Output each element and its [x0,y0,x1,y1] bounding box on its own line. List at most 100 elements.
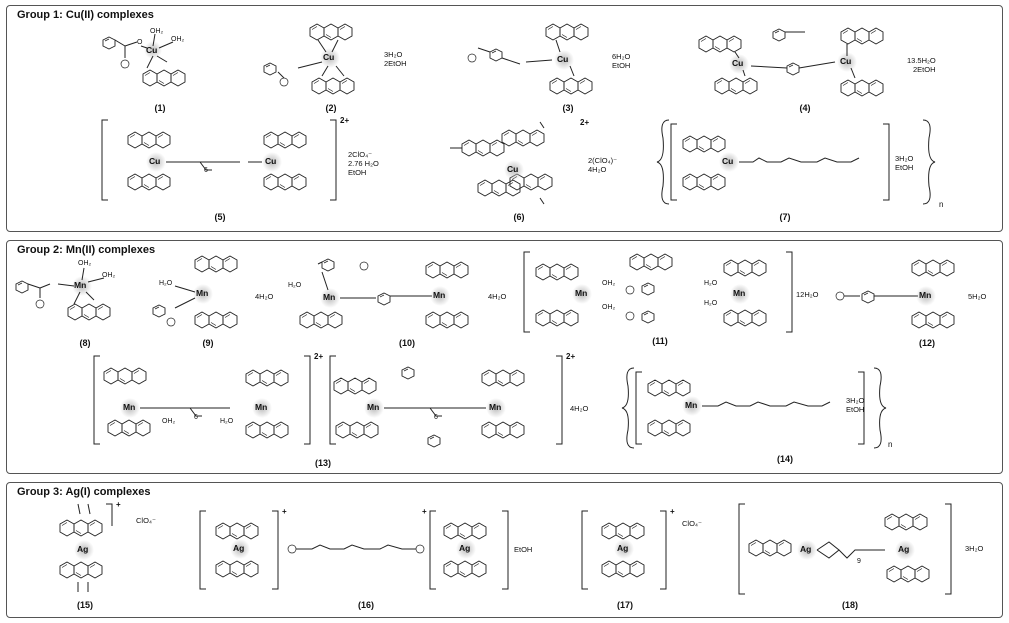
solvent-11: 12H₂O [796,290,819,299]
solvent-line: 3H₂O [965,544,984,553]
metal-ag: Ag [459,543,471,553]
atom-oh2: OH₂ [78,260,92,267]
group-2-panel: Group 2: Mn(II) complexes [6,240,1003,474]
charge-17: + [670,507,675,516]
metal-mn: Mn [323,292,336,302]
label-9: (9) [202,338,214,348]
solvent-line: 2EtOH [913,65,936,74]
atom-h2o: H₂O [220,418,234,425]
solvent-line: 3H₂O [846,396,865,405]
solvent-line: 4H₂O [588,165,607,174]
solvent-line: ClO₄⁻ [136,516,156,525]
solvent-line: EtOH [846,405,865,414]
metal-cu: Cu [722,156,734,166]
charge-15: + [116,500,121,509]
solvent-14: 3H₂O EtOH [846,396,864,414]
compound-9: Mn H₂O 4H₂O (9) [145,252,285,350]
metal-cu: Cu [149,156,161,166]
metal-cu: Cu [265,156,277,166]
solvent-18: 3H₂O [965,544,983,553]
charge-6: 2+ [580,118,590,127]
metal-cu: Cu [840,56,852,66]
compound-4: Cu Cu 13.5H₂O 2EtOH (4) [695,18,995,113]
group-2-title: Group 2: Mn(II) complexes [17,244,156,256]
compound-14: Mn 3H₂O EtOH n (14) [620,366,900,470]
label-18: (18) [841,600,858,610]
metal-mn: Mn [489,402,502,412]
metal-ag: Ag [77,544,89,554]
label-10: (10) [398,338,415,348]
repeat-n: n [888,440,893,449]
solvent-12: 5H₂O [968,292,986,301]
charge-13: 2+ [314,352,324,361]
compound-3: Cu 6H₂O EtOH (3) [460,18,660,113]
metal-mn: Mn [123,402,136,412]
metal-ag: Ag [617,543,629,553]
solvent-line: 2ClO₄⁻ [348,150,373,159]
label-6: (6) [513,212,525,222]
metal-mn: Mn [367,402,380,412]
label-16: (16) [357,600,374,610]
label-3: (3) [562,103,574,113]
solvent-16: EtOH [514,545,532,554]
charge-16b: + [422,507,427,516]
label-4: (4) [799,103,811,113]
compound-18: Ag Ag 9 3H₂O (18) [735,500,995,614]
group-1-title: Group 1: Cu(II) complexes [17,9,154,21]
label-13: (13) [314,458,331,468]
solvent-line: EtOH [348,168,367,177]
atom-h2o: H₂O [288,282,302,289]
subscript-6: 6 [194,414,198,421]
solvent-2: 3H₂O 2EtOH [384,50,407,68]
solvent-10: 4H₂O [488,292,506,301]
solvent-line: 6H₂O [612,52,631,61]
label-8: (8) [79,338,91,348]
solvent-line: EtOH [895,163,914,172]
solvent-9: 4H₂O [255,292,273,301]
solvent-17: ClO₄⁻ [682,519,702,528]
charge-16: + [282,507,287,516]
solvent-line: EtOH [612,61,631,70]
metal-ag: Ag [898,544,910,554]
compound-11: Mn Mn OH₂ OH₂ H₂O H₂O 12H₂O (11) [520,250,820,350]
atom-h2o: H₂O [159,280,173,287]
solvent-line: 5H₂O [968,292,987,301]
atom-oh2: OH₂ [162,418,176,425]
subscript-6: 6 [434,414,438,421]
metal-mn: Mn [255,402,268,412]
metal-cu: Cu [323,52,335,62]
metal-mn: Mn [575,288,588,298]
solvent-7: 3H₂O EtOH [895,154,913,172]
compound-7: Cu 3H₂O EtOH n (7) [655,118,955,226]
metal-mn: Mn [919,290,932,300]
compound-17: Ag + ClO₄⁻ (17) [578,505,728,614]
atom-oh2: OH₂ [102,272,116,279]
solvent-line: 3H₂O [384,50,403,59]
compound-16: Ag Ag + + EtOH (16) [196,505,566,614]
solvent-line: 2.76 H₂O [348,159,379,168]
solvent-5: 2ClO₄⁻ 2.76 H₂O EtOH [348,150,379,177]
compound-12: Mn 5H₂O (12) [830,252,995,350]
atom-oh2: OH₂ [602,280,616,287]
solvent-line: EtOH [514,545,533,554]
metal-mn: Mn [196,288,209,298]
charge-5: 2+ [340,116,350,125]
metal-cu: Cu [732,58,744,68]
solvent-line: 12H₂O [796,290,819,299]
metal-mn: Mn [685,400,698,410]
subscript-6: 6 [204,167,208,174]
compound-15: Ag + ClO₄⁻ (15) [40,500,190,614]
label-1: (1) [154,103,166,113]
compound-6: Cu 2+ 2(ClO₄)⁻ 4H₂O (6) [440,118,640,226]
solvent-line: 2EtOH [384,59,407,68]
metal-ag: Ag [800,544,812,554]
solvent-line: 2(ClO₄)⁻ [588,156,618,165]
solvent-4: 13.5H₂O 2EtOH [907,56,936,74]
repeat-n: n [939,200,944,209]
label-15: (15) [76,600,93,610]
solvent-line: 4H₂O [570,404,589,413]
atom-oh2: OH₂ [150,28,164,35]
compound-8: Mn OH₂ OH₂ (8) [10,258,140,350]
atom-oh2: OH₂ [171,36,185,43]
metal-cu: Cu [507,164,519,174]
